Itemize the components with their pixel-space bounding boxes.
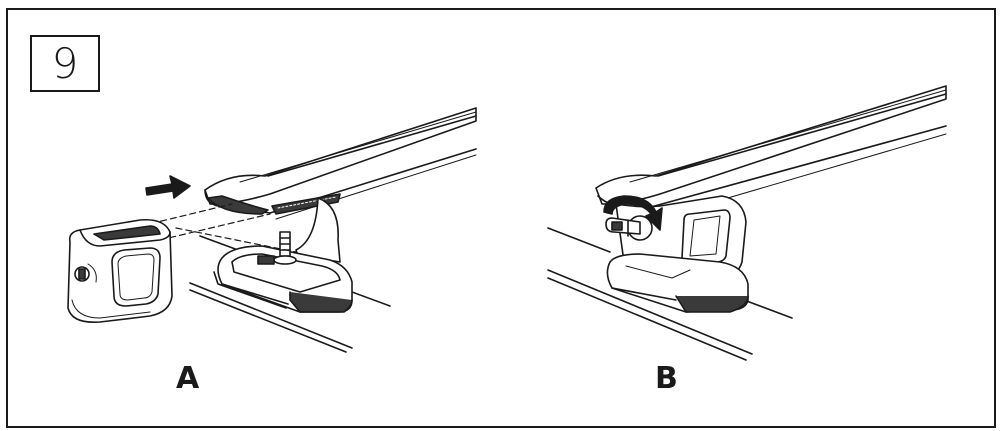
bolt-icon xyxy=(273,231,297,265)
crossbar-icon xyxy=(204,107,477,220)
panel-label-a: A xyxy=(176,361,200,396)
foot-pad-icon xyxy=(213,197,353,313)
crossbar-icon xyxy=(595,85,947,223)
step-number-box: 9 xyxy=(30,35,100,92)
step-number: 9 xyxy=(51,38,79,88)
end-cap-icon xyxy=(67,218,173,324)
lock-key-icon xyxy=(605,215,653,241)
figure-frame xyxy=(6,8,996,428)
roof-rail-b xyxy=(547,227,793,361)
panel-label-b: B xyxy=(655,361,678,396)
insert-arrow-icon xyxy=(145,175,191,199)
foot-pad-icon xyxy=(606,195,749,313)
rotate-arrow-icon xyxy=(603,195,663,231)
